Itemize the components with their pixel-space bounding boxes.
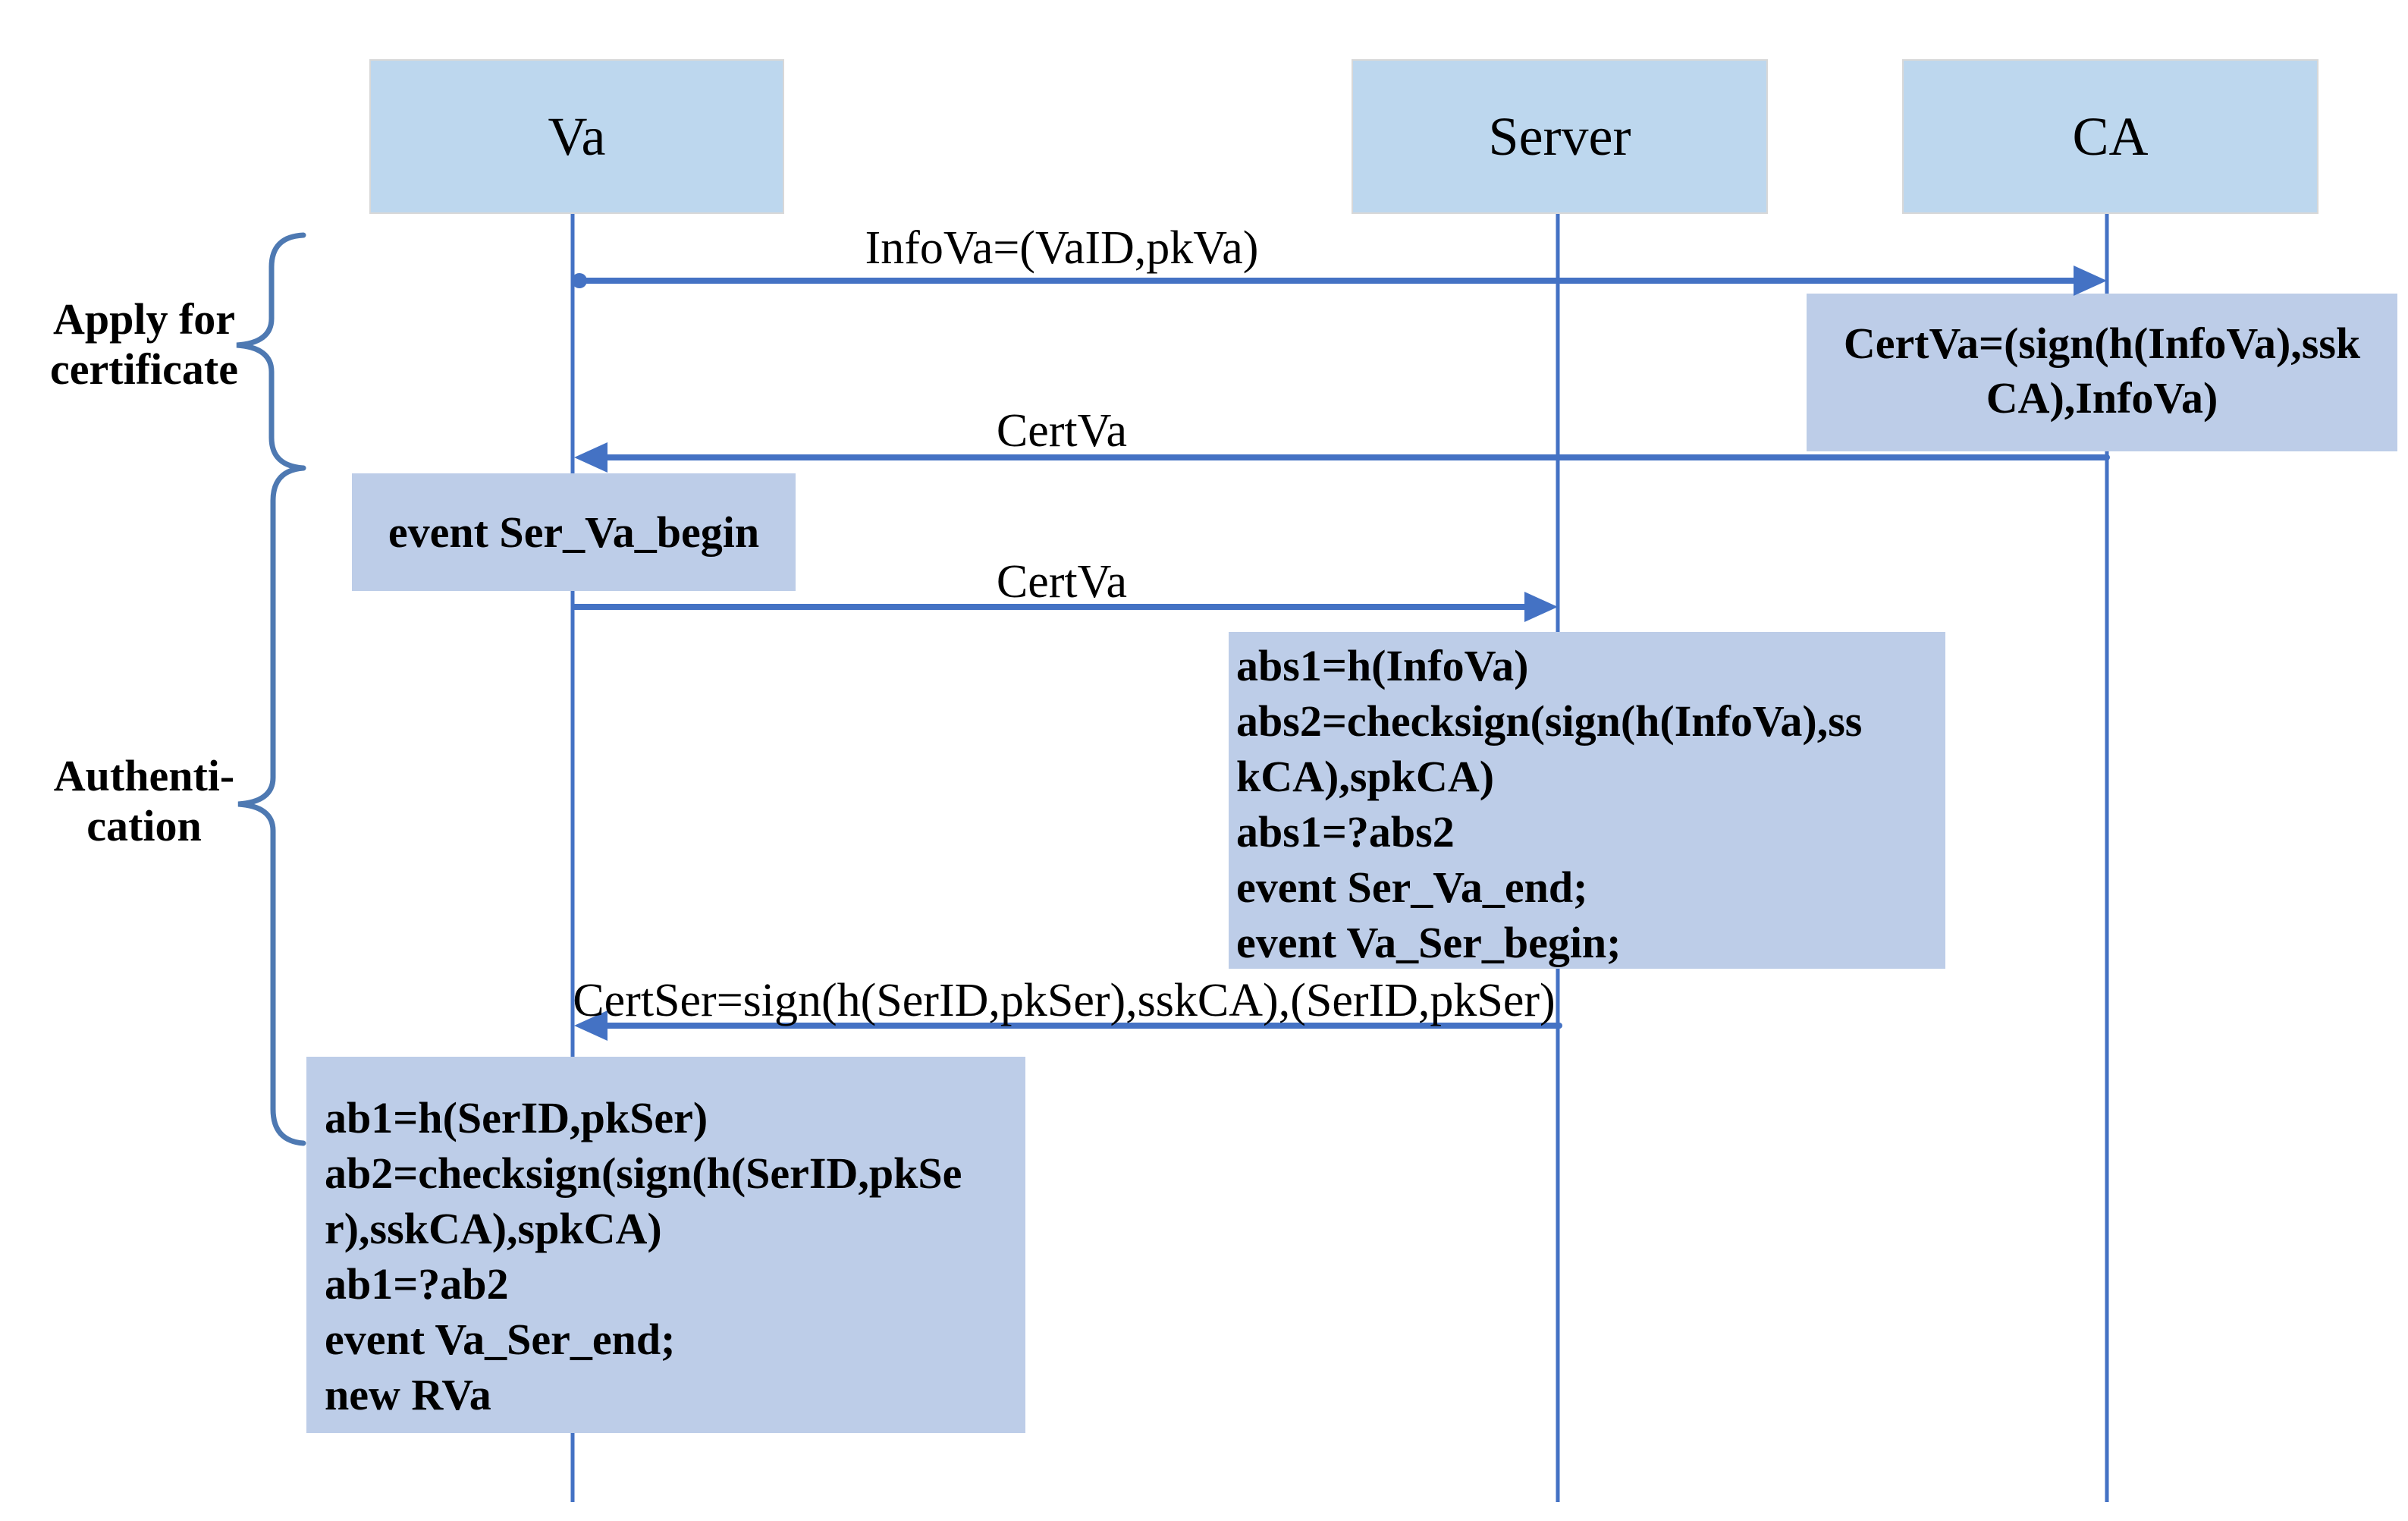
note-line: event Ser_Va_begin [388, 508, 760, 557]
msg2-label: CertVa [996, 405, 1128, 457]
note-line: ab2=checksign(sign(h(SerID,pkSe [325, 1149, 962, 1198]
note-line: new RVa [325, 1370, 491, 1419]
note-va-computation: ab1=h(SerID,pkSer) ab2=checksign(sign(h(… [306, 1057, 1025, 1433]
note-line: event Va_Ser_begin; [1236, 918, 1622, 967]
actor-label-ca: CA [2072, 105, 2149, 167]
note-server-computation: abs1=h(InfoVa) abs2=checksign(sign(h(Inf… [1229, 632, 1945, 969]
msg3-label: CertVa [996, 556, 1128, 608]
section-label-apply-for-certificate: Apply for certificate [30, 294, 258, 394]
msg3-arrowhead-right [1524, 592, 1558, 622]
actor-label-server: Server [1488, 105, 1631, 167]
msg1-start-dot [572, 273, 587, 288]
note-line: event Ser_Va_end; [1236, 863, 1588, 912]
msg1-arrowhead-right [2074, 266, 2107, 296]
note-event-ser-va-begin: event Ser_Va_begin [352, 473, 796, 591]
note-line: CA),InfoVa) [1986, 373, 2218, 423]
note-line: kCA),spkCA) [1236, 752, 1495, 801]
actor-box-server: Server [1352, 59, 1768, 214]
note-line: r),sskCA),spkCA) [325, 1204, 662, 1253]
actor-label-va: Va [548, 105, 606, 167]
note-ca-certificate: CertVa=(sign(h(InfoVa),ssk CA),InfoVa) [1807, 294, 2397, 451]
section-label-line: Apply for [52, 294, 236, 344]
section-label-authentication: Authenti- cation [30, 751, 258, 851]
section-label-line: certificate [50, 344, 238, 394]
note-line: abs1=h(InfoVa) [1236, 641, 1529, 690]
actor-box-ca: CA [1902, 59, 2319, 214]
note-line: ab1=?ab2 [325, 1259, 509, 1309]
msg1-label: InfoVa=(VaID,pkVa) [865, 222, 1259, 274]
msg2-arrowhead-left [574, 442, 607, 473]
note-line: CertVa=(sign(h(InfoVa),ssk [1843, 319, 2361, 368]
note-line: abs1=?abs2 [1236, 807, 1455, 856]
actor-box-va: Va [369, 59, 784, 214]
section-label-line: Authenti- [53, 751, 235, 800]
section-label-line: cation [86, 801, 202, 850]
note-line: event Va_Ser_end; [325, 1315, 676, 1364]
note-line: ab1=h(SerID,pkSer) [325, 1093, 708, 1142]
note-line: abs2=checksign(sign(h(InfoVa),ss [1236, 696, 1863, 746]
msg4-label: CertSer=sign(h(SerID,pkSer),sskCA),(SerI… [573, 975, 1556, 1026]
